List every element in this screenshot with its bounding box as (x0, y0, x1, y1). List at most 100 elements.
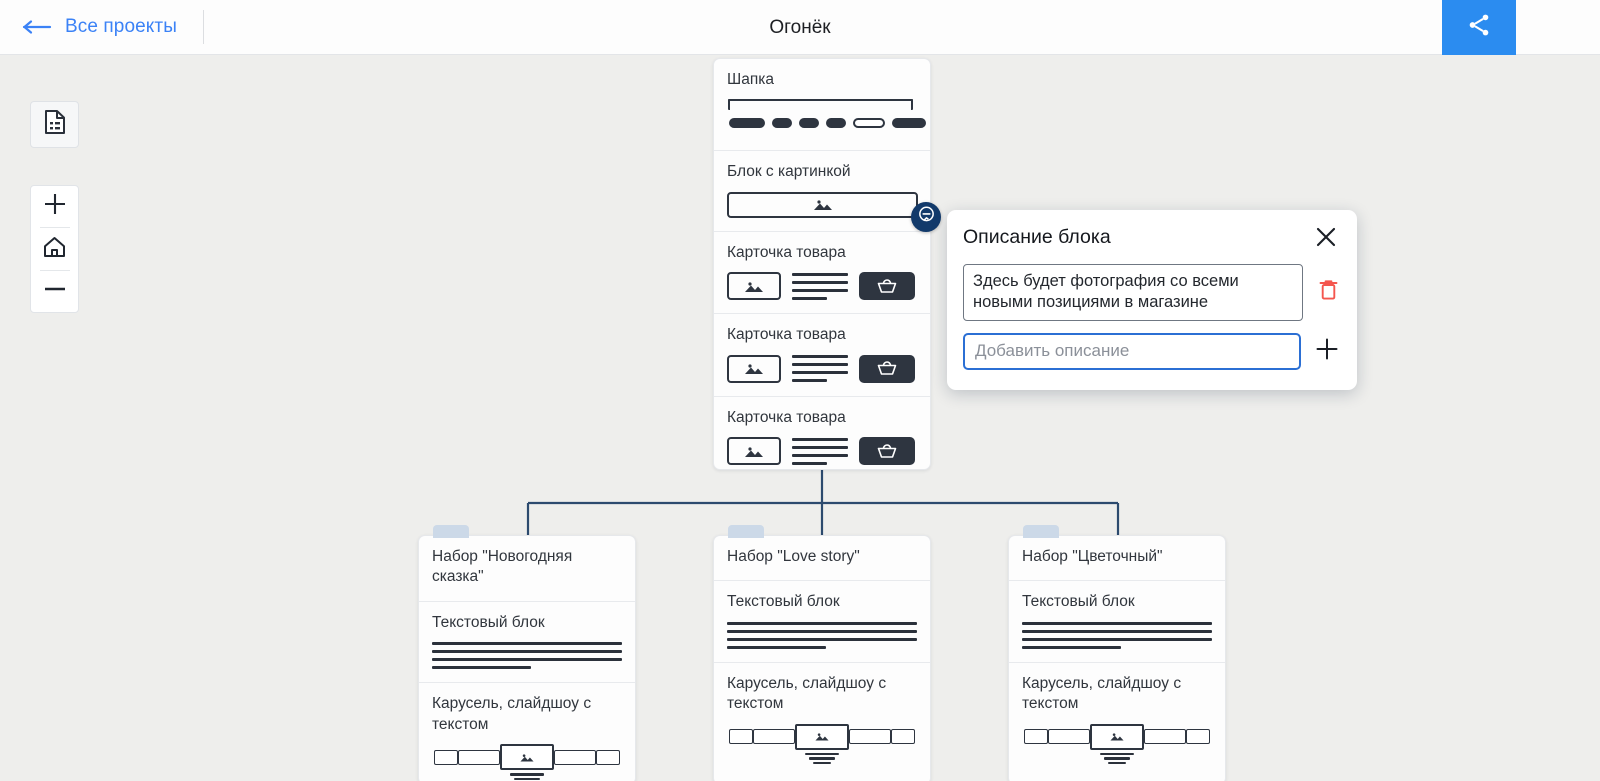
description-text[interactable]: Здесь будет фотография со всеми новыми п… (963, 264, 1304, 321)
plus-icon (1315, 337, 1339, 366)
header-bar-widget (727, 99, 926, 137)
carousel-slide (891, 729, 915, 745)
carousel-widget (727, 723, 917, 765)
popup-header: Описание блока (963, 226, 1339, 252)
card-title-section[interactable]: Набор "Цветочный" (1009, 536, 1225, 582)
card-section-carousel[interactable]: Карусель, слайдшоу с текстом (419, 683, 635, 781)
card-section-text-block[interactable]: Текстовый блок (1009, 581, 1225, 663)
section-title: Карусель, слайдшоу с текстом (727, 674, 887, 713)
document-icon (43, 109, 67, 140)
cart-button-widget (859, 437, 915, 466)
carousel-slide (1048, 729, 1090, 745)
card-tab (433, 525, 469, 538)
carousel-slide (849, 729, 891, 745)
section-title: Карточка товара (727, 326, 846, 344)
reset-view-button[interactable] (30, 228, 79, 269)
card-section-carousel[interactable]: Карусель, слайдшоу с текстом (1009, 663, 1225, 777)
carousel-slide (729, 729, 753, 745)
carousel-widget (432, 744, 622, 781)
section-title: Карточка товара (727, 243, 846, 261)
existing-description-row: Здесь будет фотография со всеми новыми п… (963, 264, 1339, 321)
section-title: Карточка товара (727, 408, 846, 426)
nav-pill (729, 118, 765, 129)
carousel-slide (1024, 729, 1048, 745)
card-title-section[interactable]: Набор "Новогодняя сказка" (419, 536, 635, 602)
carousel-slide (753, 729, 795, 745)
nav-pill-outline (853, 118, 885, 129)
section-title: Карусель, слайдшоу с текстом (432, 695, 592, 733)
card-section-product[interactable]: Карточка товара (714, 232, 930, 315)
plus-icon (42, 191, 68, 222)
delete-description-button[interactable] (1317, 279, 1339, 305)
image-placeholder-icon (727, 437, 781, 466)
text-lines-placeholder (792, 355, 848, 383)
card-tab (728, 525, 764, 538)
root-card[interactable]: Шапка Блок с картинкой (713, 58, 931, 470)
block-description-popup[interactable]: Описание блока Здесь будет фотография со… (947, 210, 1357, 390)
back-to-projects-button[interactable]: Все проекты (22, 16, 177, 38)
card-title-section[interactable]: Набор "Love story" (714, 536, 930, 582)
carousel-segments (1022, 723, 1212, 750)
image-placeholder-icon (727, 354, 781, 383)
arrow-left-icon (22, 18, 52, 36)
page-tool-button[interactable] (30, 101, 79, 148)
more-menu-button[interactable] (1516, 0, 1600, 55)
section-title: Текстовый блок (727, 593, 840, 611)
card-section-product[interactable]: Карточка товара (714, 397, 930, 478)
card-section-carousel[interactable]: Карусель, слайдшоу с текстом (714, 663, 930, 777)
nav-pill-row (729, 118, 926, 129)
product-card-widget (727, 272, 917, 301)
close-icon (1315, 226, 1337, 253)
text-lines-placeholder (792, 272, 848, 300)
card-section-product[interactable]: Карточка товара (714, 314, 930, 397)
trash-icon (1319, 279, 1338, 306)
carousel-segments (432, 744, 622, 771)
card-title: Набор "Цветочный" (1022, 548, 1163, 565)
carousel-caption-lines (1022, 752, 1212, 765)
card-section-header[interactable]: Шапка (714, 59, 930, 152)
product-card-widget (727, 437, 917, 466)
nav-pill (892, 118, 926, 129)
carousel-slide (434, 749, 458, 765)
card-section-image-block[interactable]: Блок с картинкой (714, 151, 930, 232)
image-placeholder-icon (727, 191, 918, 218)
carousel-slide (458, 749, 500, 765)
toolbar-separator (39, 227, 70, 229)
text-lines-placeholder (1022, 621, 1212, 649)
share-button[interactable] (1442, 0, 1516, 55)
card-title: Набор "Новогодняя сказка" (432, 548, 573, 586)
cart-button-widget (859, 354, 915, 383)
zoom-out-button[interactable] (30, 271, 79, 312)
card-title: Набор "Love story" (727, 548, 860, 565)
carousel-widget (1022, 723, 1212, 765)
section-title: Текстовый блок (1022, 593, 1135, 611)
bracket-shape (728, 99, 913, 111)
section-title: Текстовый блок (432, 613, 545, 631)
child-card-love-story[interactable]: Набор "Love story" Текстовый блок Карусе… (713, 525, 931, 781)
carousel-slide (1186, 729, 1210, 745)
text-lines-placeholder (792, 437, 848, 465)
comment-badge-button[interactable] (911, 202, 941, 232)
nav-pill (799, 118, 819, 129)
child-card-new-year[interactable]: Набор "Новогодняя сказка" Текстовый блок… (418, 525, 636, 781)
product-card-widget (727, 354, 917, 383)
add-description-input[interactable] (963, 332, 1301, 370)
image-placeholder-icon (727, 272, 781, 301)
zoom-toolbar (30, 185, 79, 313)
card-section-text-block[interactable]: Текстовый блок (419, 602, 635, 684)
carousel-segments (727, 723, 917, 750)
home-icon (42, 235, 67, 264)
header-divider (203, 10, 204, 44)
card-section-text-block[interactable]: Текстовый блок (714, 581, 930, 663)
diagram-canvas[interactable]: Шапка Блок с картинкой (0, 55, 1600, 781)
top-bar: Все проекты (0, 0, 1600, 55)
carousel-slide (554, 749, 596, 765)
back-to-projects-label: Все проекты (65, 16, 177, 37)
close-button[interactable] (1313, 226, 1339, 252)
minus-icon (42, 276, 68, 307)
zoom-in-button[interactable] (30, 186, 79, 227)
child-card-flower[interactable]: Набор "Цветочный" Текстовый блок Карусел… (1008, 525, 1226, 781)
text-lines-placeholder (432, 642, 622, 670)
add-description-button[interactable] (1315, 338, 1339, 364)
